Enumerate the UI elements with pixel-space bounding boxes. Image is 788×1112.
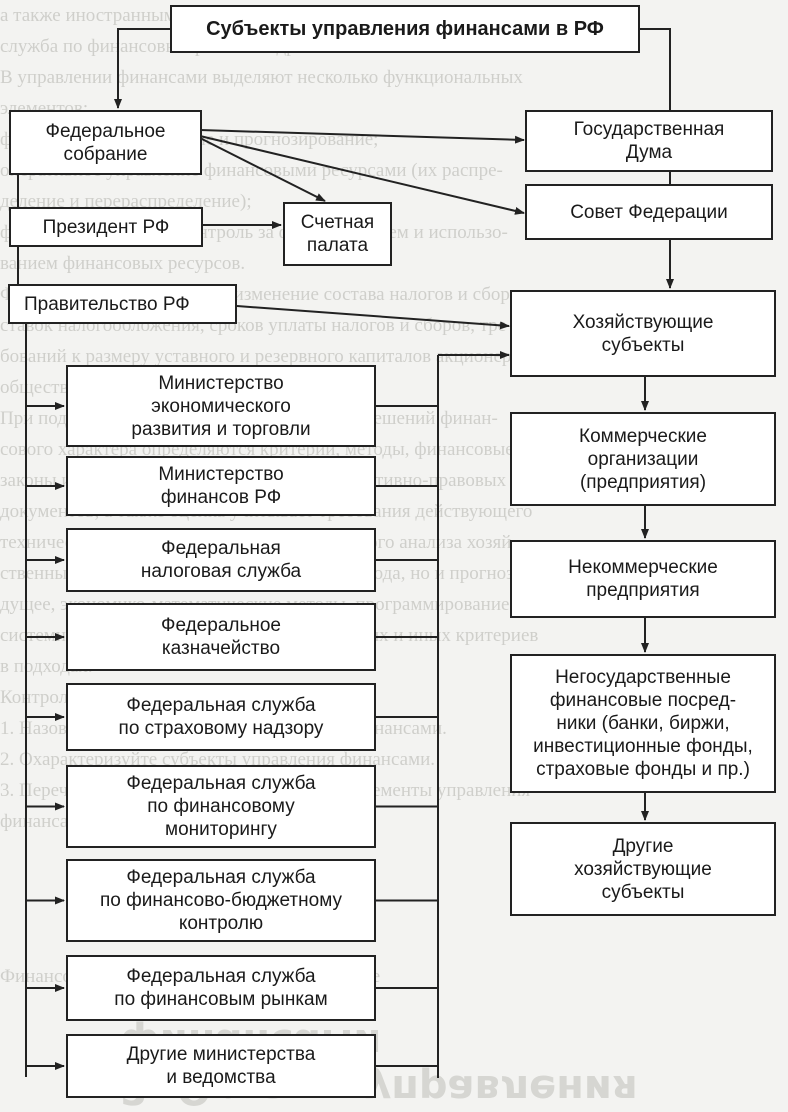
- arrow-government-to-business: [236, 305, 510, 330]
- government-body-line: контролю: [178, 913, 264, 934]
- government-body-line: Министерство: [158, 372, 284, 394]
- government-body-line: Федеральная служба: [126, 695, 316, 716]
- government-body-line: Федеральная служба: [126, 867, 316, 888]
- business-line: субъекты: [601, 334, 685, 356]
- business-line: Коммерческие: [579, 425, 707, 447]
- government-body-line: финансов РФ: [160, 487, 282, 508]
- government-body-line: экономического: [151, 395, 291, 417]
- government-box: Правительство РФ: [8, 284, 237, 324]
- arrow-assembly-to-accounts: [199, 137, 326, 202]
- diagram-title: Субъекты управления финансами в РФ: [170, 5, 640, 53]
- arrow-title-to-assembly: [114, 28, 170, 109]
- arrow-assembly-to-council: [199, 135, 525, 215]
- accounts-chamber-line: палата: [306, 235, 369, 256]
- business-line: организации: [587, 448, 699, 470]
- government-body-line: Федеральная: [161, 538, 281, 559]
- government-body-line: Министерство: [158, 464, 284, 485]
- government-body-line: Федеральная служба: [126, 773, 316, 794]
- background-text-line: 2. Охарактеризуйте субъекты управления ф…: [0, 749, 436, 770]
- government-body-line: и ведомства: [166, 1067, 276, 1088]
- government-body-line: Другие министерства: [126, 1044, 316, 1065]
- business-line: страховые фонды и пр.): [536, 759, 750, 780]
- background-text-line: ванием финансовых ресурсов.: [0, 253, 246, 274]
- state-duma-line: Государственная: [573, 119, 725, 140]
- government-body-line: по финансово-бюджетному: [100, 890, 342, 911]
- background-text-line: деление и перераспределение);: [0, 191, 252, 212]
- federal-assembly-line: Федеральное: [45, 120, 166, 142]
- government-body-line: Федеральное: [161, 615, 281, 636]
- government-body-line: казначейство: [161, 638, 281, 659]
- business-line: финансовые посред-: [549, 690, 737, 711]
- state-duma-line: Дума: [625, 142, 673, 163]
- accounts-chamber-line: Счетная: [300, 212, 375, 233]
- business-line: ники (банки, биржи,: [556, 713, 730, 734]
- government-body-line: по страховому надзору: [118, 718, 324, 739]
- business-line: (предприятия): [579, 471, 707, 493]
- background-text-line: бований к размеру уставного и резервного…: [0, 346, 544, 367]
- federal-assembly-line: собрание: [63, 143, 148, 165]
- government-body-line: по финансовым рынкам: [114, 989, 328, 1010]
- business-line: Другие: [612, 835, 674, 857]
- background-text-line: В управлении финансами выделяют нескольк…: [0, 67, 523, 88]
- business-line: предприятия: [586, 580, 700, 601]
- business-line: инвестиционные фонды,: [533, 736, 753, 757]
- government-body-line: по финансовому: [147, 796, 295, 817]
- business-line: Хозяйствующие: [572, 311, 714, 333]
- government-body-line: развития и торговли: [131, 418, 311, 440]
- business-line: хозяйствующие: [574, 858, 712, 880]
- government-body-line: налоговая служба: [140, 561, 302, 582]
- federation-council-box: Совет Федерации: [525, 184, 773, 240]
- government-body-line: Федеральная служба: [126, 966, 316, 987]
- business-line: субъекты: [601, 881, 685, 903]
- business-line: Негосударственные: [555, 667, 731, 688]
- president-box: Президент РФ: [9, 207, 203, 247]
- arrow-assembly-to-duma: [199, 129, 525, 144]
- government-body-line: мониторингу: [165, 819, 277, 840]
- business-line: Некоммерческие: [568, 557, 718, 578]
- background-text-line: обществ).: [0, 377, 80, 398]
